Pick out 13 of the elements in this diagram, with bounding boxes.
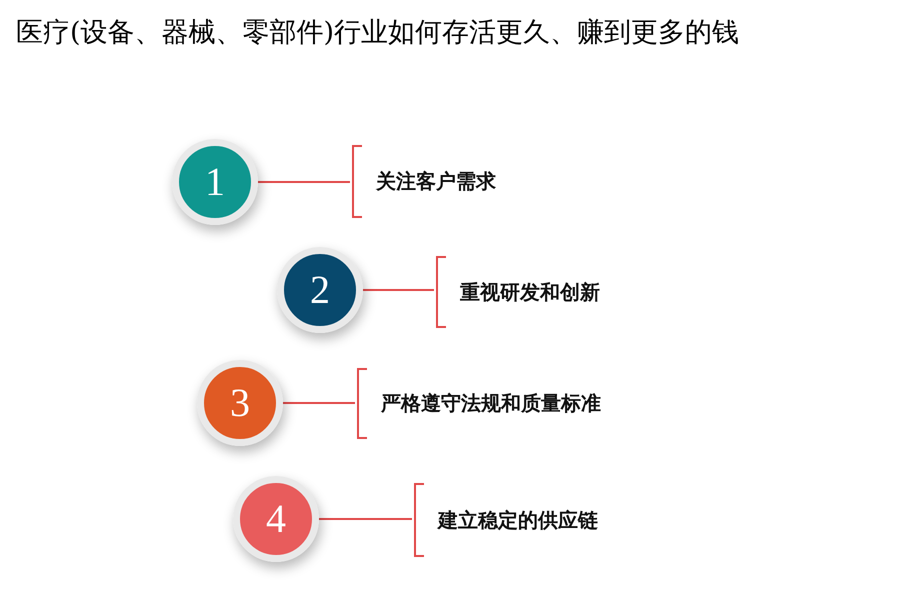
- title: 医疗(设备、器械、零部件)行业如何存活更久、赚到更多的钱: [16, 16, 740, 50]
- item-text: 重视研发和创新: [460, 278, 600, 306]
- connector-line: [258, 181, 350, 183]
- step-number: 1: [205, 162, 225, 202]
- step-number: 3: [230, 383, 250, 423]
- item-text: 关注客户需求: [376, 168, 496, 195]
- connector-line: [363, 289, 434, 291]
- step-number: 2: [310, 270, 330, 310]
- step-number: 4: [266, 499, 286, 539]
- item-text: 严格遵守法规和质量标准: [381, 390, 601, 417]
- item-text: 建立稳定的供应链: [438, 506, 598, 534]
- connector-line: [319, 518, 412, 520]
- connector-line: [283, 402, 355, 404]
